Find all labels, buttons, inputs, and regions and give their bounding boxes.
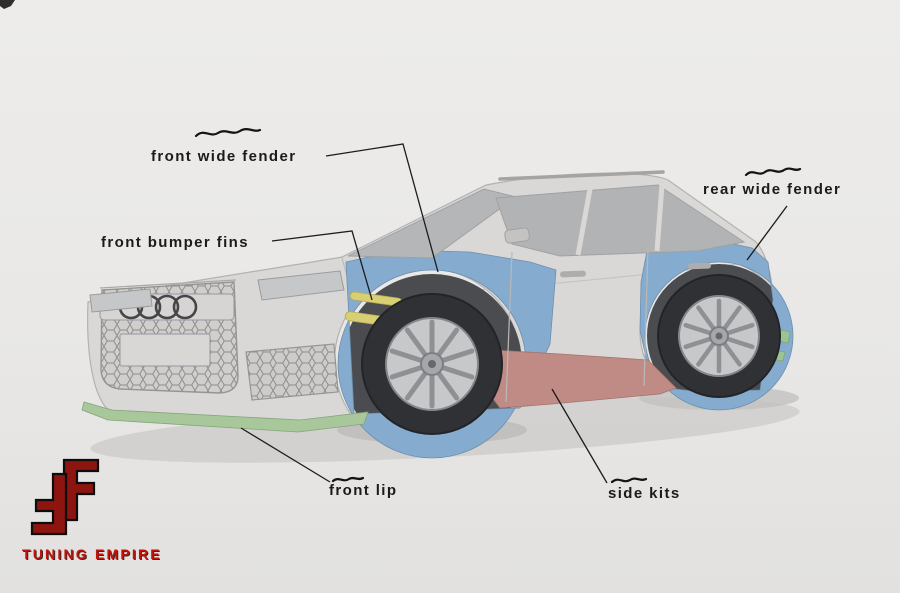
front-grille: [99, 281, 239, 394]
front-wheel: [361, 293, 503, 435]
leader-front-bumper-fins: [271, 230, 373, 301]
leader-front-wide-fender: [325, 143, 439, 273]
label-front-lip: front lip: [329, 482, 398, 499]
windows: [347, 184, 746, 259]
scribble-marks: [194, 128, 802, 484]
roof-rail: [498, 170, 665, 181]
leader-side-kits: [551, 388, 608, 484]
corner-smudge: [0, 0, 15, 9]
rear-wheel: [657, 274, 781, 398]
brand-name: TUNING EMPIRE: [22, 546, 162, 562]
front-lip-part: [81, 401, 369, 433]
label-front-bumper-fins: front bumper fins: [101, 234, 249, 251]
headlights: [89, 270, 345, 313]
label-front-wide-fender: front wide fender: [151, 148, 297, 165]
license-plate-blank: [119, 333, 211, 367]
leader-front-lip: [240, 427, 331, 483]
label-side-kits: side kits: [608, 485, 681, 502]
door-details: [505, 246, 711, 403]
leader-rear-wide-fender: [746, 205, 788, 261]
tuning-empire-emblem-icon: [30, 458, 100, 536]
leader-lines: [240, 143, 788, 484]
bumper-side-intake: [245, 343, 339, 401]
side-mirror: [504, 227, 530, 244]
label-rear-wide-fender: rear wide fender: [703, 181, 842, 198]
